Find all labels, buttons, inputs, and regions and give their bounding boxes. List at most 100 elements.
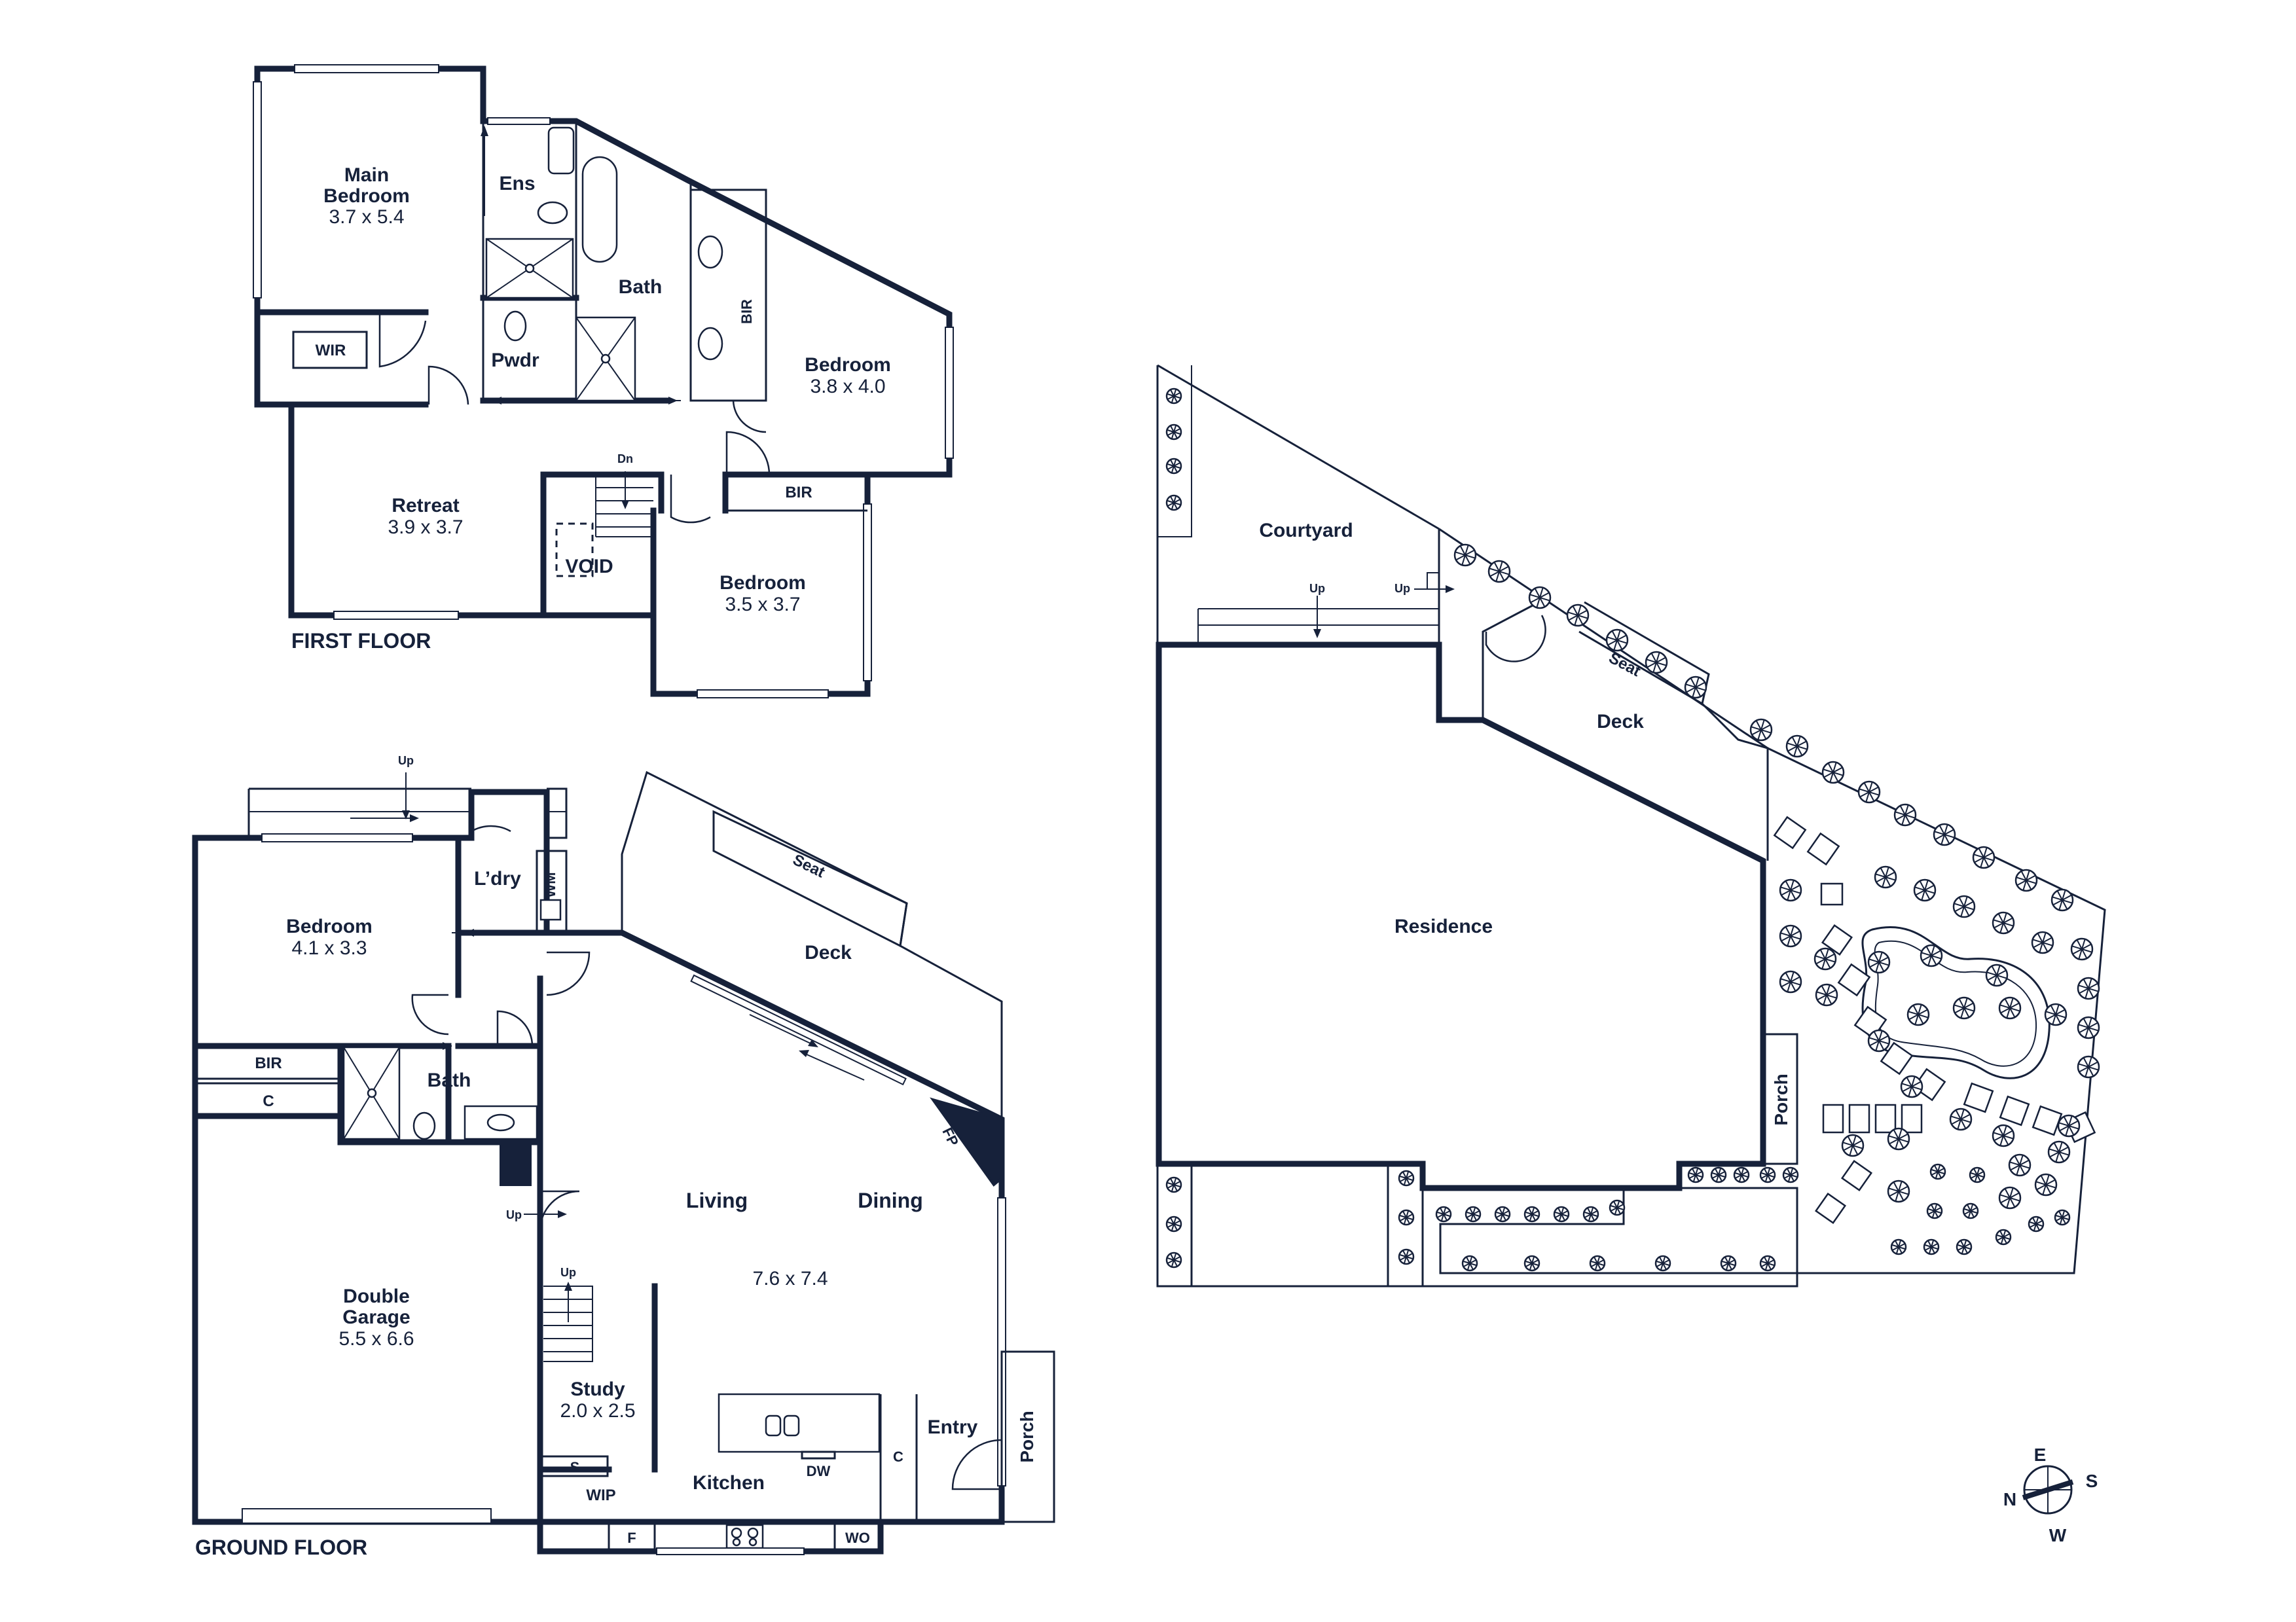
shrub-icon-stroke	[1987, 969, 2007, 981]
compass-rose	[2022, 1465, 2074, 1515]
main-bedroom-label-line2: Bedroom	[323, 185, 410, 207]
shrub-icon-stroke	[1436, 1210, 1451, 1219]
kitchen-label: Kitchen	[693, 1472, 765, 1494]
bedroom-south-dimensions: 3.5 x 3.7	[725, 594, 800, 615]
washing-machine-label: WM	[542, 872, 558, 897]
shrub-icon-stroke	[1869, 1035, 1889, 1047]
shrub-icon-stroke	[1781, 976, 1800, 988]
bedroom-ground-dimensions: 4.1 x 3.3	[291, 937, 367, 959]
shrub-icon-stroke	[2046, 1009, 2066, 1020]
shrub-icon-stroke	[1760, 1259, 1775, 1268]
shrub-icon-stroke	[1843, 1140, 1863, 1151]
shrub-icon-stroke	[2000, 1192, 2020, 1204]
shrub-icon-stroke	[1935, 829, 1954, 840]
shrub-icon-stroke	[1957, 1242, 1971, 1252]
wip-label: WIP	[586, 1487, 615, 1504]
shrub-icon-stroke	[1647, 657, 1666, 668]
shrub-icon-stroke	[1167, 427, 1181, 437]
ensuite-label: Ens	[499, 173, 535, 194]
up-label-deck-step: Up	[398, 754, 414, 767]
living-label: Living	[686, 1189, 748, 1212]
shrub-icon-stroke	[1734, 1170, 1749, 1180]
shrub-icon-stroke	[2059, 1120, 2079, 1132]
shrub-icon-stroke	[1495, 1210, 1510, 1219]
shrub-icon-stroke	[2010, 1159, 2030, 1171]
shrub-icon-stroke	[2033, 937, 2052, 948]
porch-ground-label: Porch	[1017, 1411, 1037, 1462]
shrub-icon-stroke	[1167, 1219, 1181, 1229]
compass-south-label: S	[2086, 1471, 2098, 1491]
dining-label: Dining	[858, 1189, 923, 1212]
bedroom-south-label: Bedroom	[720, 572, 806, 594]
shrub-icon-stroke	[1823, 766, 1843, 778]
dishwasher-label: DW	[807, 1463, 831, 1479]
shrub-icon-stroke	[1781, 884, 1800, 896]
laundry-label: L’dry	[474, 868, 521, 890]
shrub-icon-stroke	[2052, 894, 2072, 906]
garage-label: Double	[343, 1286, 410, 1307]
deck-label-ground: Deck	[805, 942, 852, 964]
powder-room-label: Pwdr	[491, 350, 539, 371]
shrub-icon-stroke	[1455, 549, 1475, 561]
site-porch-label: Porch	[1771, 1073, 1791, 1125]
shrub-icon-stroke	[1568, 609, 1588, 621]
shrub-icon-stroke	[1994, 1130, 2013, 1142]
shrub-icon-stroke	[1167, 461, 1181, 471]
shrub-icon-stroke	[2016, 874, 2036, 886]
shrub-icon-stroke	[2029, 1219, 2043, 1229]
study-label: Study	[570, 1379, 625, 1400]
courtyard-label: Courtyard	[1259, 520, 1353, 541]
shrub-icon-stroke	[1954, 1002, 1974, 1014]
shelf-s-label: S	[570, 1459, 580, 1475]
shrub-icon-stroke	[1902, 1081, 1922, 1092]
shrub-icon-stroke	[1399, 1213, 1413, 1222]
living-dining-dimensions: 7.6 x 7.4	[752, 1268, 828, 1289]
shrub-icon-stroke	[1167, 391, 1181, 401]
shrub-icon-stroke	[1751, 724, 1771, 736]
shrub-icon-stroke	[2000, 1002, 2020, 1014]
garage-dimensions: 5.5 x 6.6	[338, 1328, 414, 1350]
shrub-icon-stroke	[1931, 1167, 1945, 1176]
retreat-dimensions: 3.9 x 3.7	[388, 516, 463, 538]
bedroom-east-label: Bedroom	[805, 354, 891, 376]
bath-ground-label: Bath	[428, 1070, 471, 1091]
compass-east-label: E	[2034, 1445, 2047, 1465]
shrub-icon-stroke	[1891, 1242, 1906, 1252]
up-label-stair: Up	[560, 1266, 576, 1279]
compass-west-label: W	[2049, 1525, 2067, 1545]
bir-ground-label: BIR	[255, 1054, 282, 1072]
shrub-icon-stroke	[1489, 566, 1509, 577]
shrub-icon-stroke	[2055, 1213, 2069, 1222]
shrub-icon-stroke	[1927, 1206, 1942, 1216]
bedroom-ground-label: Bedroom	[286, 916, 373, 937]
shrub-icon-stroke	[2036, 1179, 2056, 1191]
bir-south-label: BIR	[785, 484, 812, 501]
shrub-icon-stroke	[1974, 852, 1994, 863]
shrub-icon-stroke	[1607, 634, 1627, 646]
shrub-icon-stroke	[1963, 1206, 1978, 1216]
fridge-label: F	[627, 1530, 636, 1546]
shrub-icon-stroke	[1466, 1210, 1480, 1219]
shrub-icon-stroke	[1711, 1170, 1726, 1180]
shrub-icon-stroke	[1721, 1259, 1736, 1268]
shrub-icon-stroke	[1815, 953, 1835, 965]
shrub-icon-stroke	[1994, 917, 2013, 929]
site-plan-shrubs	[1165, 387, 2100, 1272]
shrub-icon-stroke	[1869, 956, 1889, 968]
compass-north-label: N	[2003, 1489, 2016, 1509]
shrub-icon-stroke	[1525, 1210, 1539, 1219]
shrub-icon-stroke	[1167, 1255, 1181, 1265]
shrub-icon-stroke	[1817, 989, 1836, 1001]
shrub-icon-stroke	[1889, 1133, 1908, 1145]
cupboard-entry-label: C	[893, 1449, 903, 1465]
shrub-icon-stroke	[1876, 871, 1895, 883]
shrub-icon-stroke	[1167, 1180, 1181, 1189]
shrub-icon-stroke	[1996, 1233, 2011, 1242]
shrub-icon-stroke	[2079, 1022, 2098, 1034]
site-deck-label: Deck	[1597, 711, 1644, 732]
wall-oven-label: WO	[845, 1530, 870, 1546]
shrub-icon-stroke	[1922, 950, 1941, 962]
shrub-icon-stroke	[2079, 1061, 2098, 1073]
retreat-label: Retreat	[392, 495, 459, 516]
